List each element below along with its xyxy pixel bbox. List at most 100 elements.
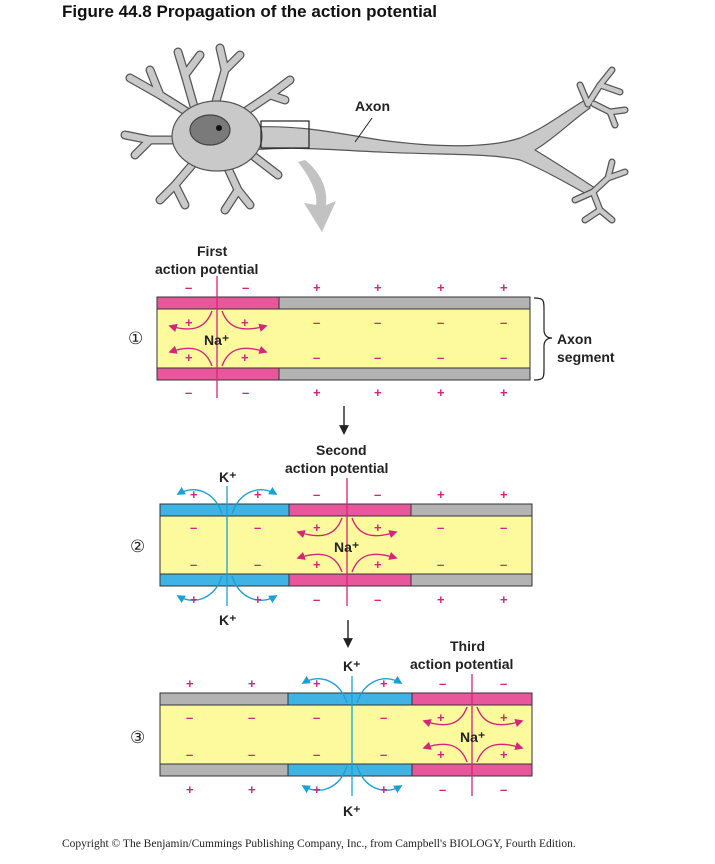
step-2-sign: –: [313, 592, 320, 607]
step-3-k-label-bottom: K⁺: [343, 803, 361, 819]
step-2-sign: –: [374, 487, 381, 502]
step-3-bottom-membrane-k: [287, 763, 413, 777]
axon-segment-brace: [533, 297, 553, 381]
step-3-sign: –: [500, 676, 507, 691]
step-2-k-arrows: [176, 486, 278, 604]
step-3-label-line1: Third: [450, 638, 485, 654]
step-2-sign: –: [190, 557, 197, 572]
step-2-signs: + + – – + + – – + + – – – – + + – – + + …: [190, 487, 508, 607]
zoom-arrow: [298, 160, 336, 232]
step-2-sign: +: [190, 487, 198, 502]
step-2-sign: –: [437, 520, 444, 535]
step-2-na-label: Na⁺: [334, 539, 359, 555]
step-3-sign: –: [500, 782, 507, 797]
step-3-sign: +: [248, 676, 256, 691]
step-3-panel: Third action potential K⁺ K⁺ Na⁺ +: [130, 638, 533, 819]
step-3-k-label-top: K⁺: [343, 658, 361, 674]
step-3-number: ③: [130, 728, 145, 748]
step-2-sign: +: [374, 520, 382, 535]
step-2-bottom-membrane-na: [288, 573, 412, 587]
step-1-sign-in-bot-3: –: [313, 350, 320, 365]
step-1-label-line1: First: [197, 243, 228, 259]
step-3-sign: +: [186, 782, 194, 797]
step-2-sign: +: [254, 487, 262, 502]
step-1-sign-in-bot-6: –: [500, 350, 507, 365]
step-1-sign-out-top-6: +: [500, 280, 508, 295]
step-2-sign: +: [500, 592, 508, 607]
step-1-sign-in-top-1: +: [185, 315, 193, 330]
step-3-sign: –: [439, 782, 446, 797]
step-3-sign: –: [313, 710, 320, 725]
step-3-label-line2: action potential: [410, 656, 513, 672]
axon-body: [249, 99, 596, 197]
step-2-sign: –: [254, 520, 261, 535]
step-3-sign: +: [313, 782, 321, 797]
step-3-sign: +: [248, 782, 256, 797]
step-1-sign-in-bot-1: +: [185, 350, 193, 365]
step-3-cytoplasm: [159, 704, 533, 765]
axon-leader-line: [354, 117, 373, 143]
step-3-sign: +: [500, 710, 508, 725]
step-1-sign-out-bot-6: +: [500, 385, 508, 400]
step-1-sign-in-top-4: –: [374, 315, 381, 330]
step-2-label-line1: Second: [316, 442, 367, 458]
step-2-sign: –: [254, 557, 261, 572]
axon-label: Axon: [355, 98, 390, 114]
step-2-sign: +: [374, 557, 382, 572]
step-2-label-line2: action potential: [285, 460, 388, 476]
step-3-bottom-membrane-resting: [159, 763, 289, 777]
step-3-sign: –: [380, 747, 387, 762]
step-2-sign: +: [254, 592, 262, 607]
step-1-panel: First action potential Na⁺ – – + + + + +…: [128, 243, 615, 400]
step-3-sign: –: [313, 747, 320, 762]
step-1-sign-out-top-4: +: [374, 280, 382, 295]
step-1-number: ①: [128, 329, 143, 349]
step-1-bottom-membrane-depolarized: [156, 367, 280, 381]
step-2-sign: +: [500, 487, 508, 502]
figure-title: Figure 44.8 Propagation of the action po…: [62, 2, 437, 21]
step-2-na-arrows: [296, 517, 398, 573]
step-1-signs: – – + + + + + + – – – – + + – – – – – – …: [185, 280, 508, 400]
step-1-cytoplasm: [156, 308, 531, 369]
step-1-bottom-membrane-resting: [278, 367, 531, 381]
step-1-sign-in-bot-5: –: [437, 350, 444, 365]
step-1-sign-out-top-3: +: [313, 280, 321, 295]
step-1-sign-out-bot-5: +: [437, 385, 445, 400]
step-1-na-label: Na⁺: [204, 332, 229, 348]
step-3-sign: –: [248, 747, 255, 762]
step-1-sign-out-bot-4: +: [374, 385, 382, 400]
step-3-sign: –: [380, 710, 387, 725]
nucleolus: [216, 125, 222, 131]
step-2-sign: –: [500, 557, 507, 572]
step-2-number: ②: [130, 537, 145, 557]
step-1-sign-in-bot-4: –: [374, 350, 381, 365]
step-1-na-arrows: [168, 310, 268, 367]
step-2-sign: –: [190, 520, 197, 535]
step-3-sign: +: [437, 747, 445, 762]
step-2-sign: –: [313, 487, 320, 502]
step-3-sign: –: [186, 710, 193, 725]
step-2-top-membrane-na: [288, 503, 412, 517]
step-2-bottom-membrane-resting: [410, 573, 533, 587]
neuron: [120, 43, 629, 224]
step-2-k-label-top: K⁺: [219, 469, 237, 485]
step-2-sign: –: [374, 592, 381, 607]
step-3-na-label: Na⁺: [460, 729, 485, 745]
step-2-sign: –: [500, 520, 507, 535]
step-3-sign: +: [313, 676, 321, 691]
step-2-sign: +: [437, 592, 445, 607]
step-3-na-arrows: [422, 706, 524, 763]
nucleus: [189, 114, 231, 146]
step-1-sign-out-bot-3: +: [313, 385, 321, 400]
step-1-top-membrane-resting: [278, 296, 531, 310]
step-3-sign: +: [186, 676, 194, 691]
step-2-sign: +: [313, 557, 321, 572]
step-2-k-label-bottom: K⁺: [219, 612, 237, 628]
copyright-notice: Copyright © The Benjamin/Cummings Publis…: [62, 838, 576, 850]
step-1-sign-out-top-5: +: [437, 280, 445, 295]
step-2-sign: –: [437, 557, 444, 572]
step-3-sign: +: [380, 676, 388, 691]
step-2-sign: +: [313, 520, 321, 535]
step-3-sign: –: [248, 710, 255, 725]
